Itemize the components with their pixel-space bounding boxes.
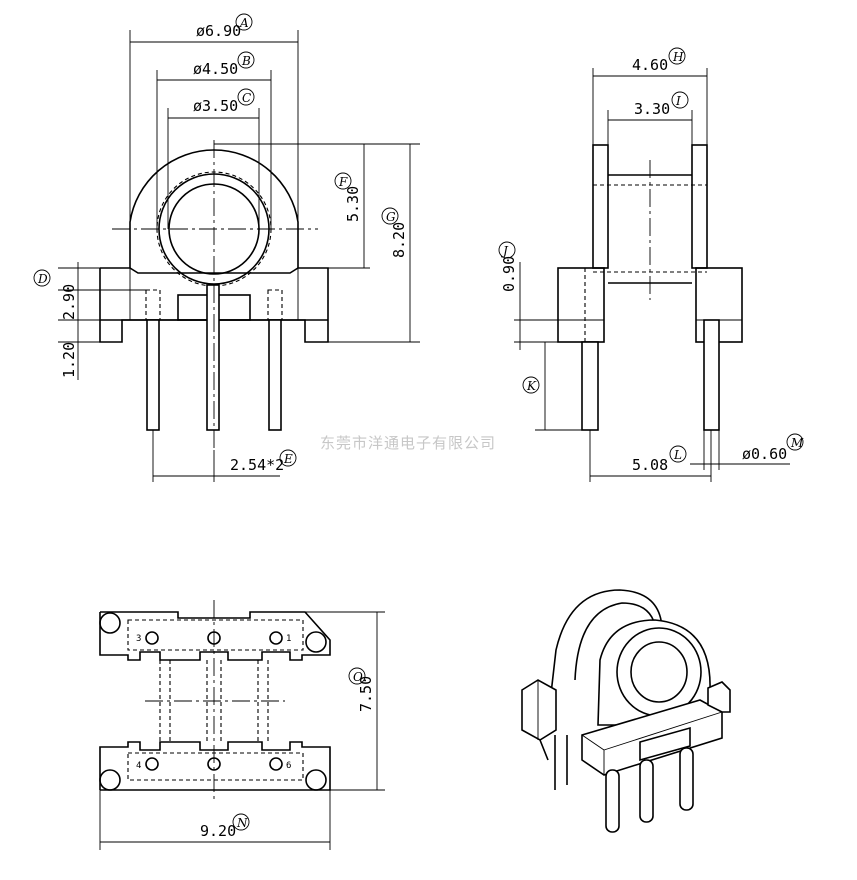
dim-e: 2.54*2 E [152,430,297,482]
dim-o-value: 7.50 [357,676,375,712]
dim-n-value: 9.20 [200,822,236,840]
dim-c-tag: C [242,91,251,105]
dim-o: 7.50 O [305,611,385,791]
dim-e-value: 2.54*2 [230,456,284,474]
bottom-view: 3 1 4 6 [99,600,331,800]
dim-j-k: 0.90 J K [498,241,582,431]
dim-n: 9.20 N [99,790,331,850]
pin-label-1: 1 [286,634,291,644]
dim-h-tag: H [672,50,684,64]
pin-label-3: 3 [136,634,141,644]
dim-d2-value: 1.20 [60,342,78,378]
dim-b-value: ø4.50 [193,60,238,78]
dim-n-tag: N [236,816,248,830]
dim-a: ø6.90 A [129,13,299,222]
dim-l-value: 5.08 [632,456,668,474]
dim-i: 3.30 I [607,91,693,175]
dim-l-m: 5.08 L ø0.60 M [589,430,804,482]
dim-f-g: 5.30 F 8.20 G [214,143,420,343]
dim-g-value: 8.20 [390,222,408,258]
dim-f-value: 5.30 [344,186,362,222]
dim-h-value: 4.60 [632,56,668,74]
dim-m-tag: M [790,436,804,450]
dim-c: ø3.50 C [167,88,260,229]
dim-d-value: 2.90 [60,284,78,320]
dim-a-value: ø6.90 [196,22,241,40]
dim-j-value: 0.90 [500,256,518,292]
dim-b-tag: B [241,54,251,68]
front-view [99,140,329,450]
dim-g-tag: G [386,210,396,224]
dim-d-tag: D [37,272,48,286]
dim-j-tag: J [500,244,509,258]
dim-d: 2.90 D 1.20 [33,262,146,380]
isometric-view [521,589,731,833]
dim-k-tag: K [526,379,537,393]
dim-c-value: ø3.50 [193,97,238,115]
dim-m-value: ø0.60 [742,445,787,463]
dim-l-tag: L [673,448,682,462]
dim-f-tag: F [338,175,348,189]
side-view [557,144,743,431]
dim-a-tag: A [239,16,249,30]
pin-label-6: 6 [286,761,291,771]
dim-o-tag: O [353,670,363,684]
dim-b: ø4.50 B [156,51,272,229]
dim-i-tag: I [675,94,681,108]
dim-i-value: 3.30 [634,100,670,118]
dim-e-tag: E [283,452,293,466]
pin-label-4: 4 [136,761,141,771]
dim-h: 4.60 H [592,47,708,145]
watermark-text: 东莞市洋通电子有限公司 [320,434,496,452]
